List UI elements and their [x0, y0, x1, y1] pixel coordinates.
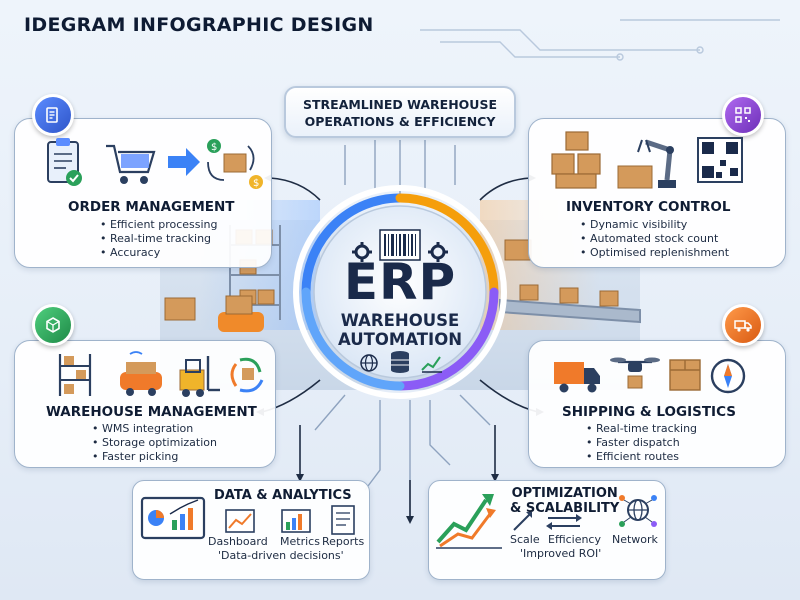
efficiency-arrows-icon: [546, 514, 582, 530]
shipping-logistics-title: SHIPPING & LOGISTICS: [562, 404, 736, 420]
shipping-bullet-1: • Real-time tracking: [586, 422, 698, 435]
drone-icon: [610, 357, 660, 389]
clipboard-icon: [47, 138, 82, 186]
order-management-card: [14, 118, 272, 268]
growth-chart-icon: [421, 356, 442, 373]
top-banner: STREAMLINED WAREHOUSE OPERATIONS & EFFIC…: [284, 86, 516, 138]
agv-robot-icon: [120, 351, 162, 396]
warehouse-icons: [58, 351, 264, 397]
data-label-reports: Reports: [322, 535, 365, 548]
database-icon: [391, 351, 409, 373]
center-subtitle-line-2: AUTOMATION: [337, 330, 463, 349]
order-icons: $ $: [47, 138, 263, 189]
growth-arrows-icon: [436, 494, 502, 549]
recycle-icon: [230, 357, 264, 393]
optimization-label-efficiency: Efficiency: [548, 533, 601, 546]
monitor-icon: [140, 496, 206, 540]
warehouse-bullet-3: • Faster picking: [92, 450, 179, 463]
data-analytics-note: 'Data-driven decisions': [218, 549, 344, 562]
order-bullet-3: • Accuracy: [100, 246, 161, 259]
svg-text:$: $: [253, 178, 259, 189]
warehouse-management-title: WAREHOUSE MANAGEMENT: [46, 404, 257, 420]
inventory-icons: [551, 131, 743, 189]
optimization-label-network: Network: [612, 533, 658, 546]
shipping-icons: [554, 357, 746, 394]
document-edit-icon: [46, 107, 58, 123]
shipping-bullet-3: • Efficient routes: [586, 450, 680, 463]
network-icon: [619, 495, 657, 527]
inventory-control-bullets: • Dynamic visibility • Automated stock c…: [580, 218, 729, 260]
shopping-cart-icon: [106, 144, 156, 184]
truck-icon: [554, 362, 600, 393]
center-subtitle: WAREHOUSE AUTOMATION: [305, 311, 495, 349]
center-title: ERP: [343, 253, 457, 311]
optimization-title-line-1: OPTIMIZATION: [511, 486, 618, 501]
order-bullet-2: • Real-time tracking: [100, 232, 212, 245]
shipping-logistics-bullets: • Real-time tracking • Faster dispatch •…: [586, 422, 697, 464]
page-title: IDEGRAM INFOGRAPHIC DESIGN: [24, 14, 374, 36]
money-cycle-icon: $ $: [207, 139, 263, 189]
robot-arm-icon: [617, 139, 676, 189]
center-subtitle-line-1: WAREHOUSE: [340, 311, 460, 330]
shipping-logistics-badge: [722, 304, 764, 346]
arrow-right-icon: [168, 148, 200, 176]
optimization-note: 'Improved ROI': [520, 547, 602, 560]
globe-icon: [360, 354, 378, 372]
order-management-badge: [32, 94, 74, 136]
order-bullet-1: • Efficient processing: [100, 218, 218, 231]
banner-line-1: STREAMLINED WAREHOUSE: [303, 97, 497, 112]
order-management-title: ORDER MANAGEMENT: [68, 199, 235, 215]
optimization-title-line-2: & SCALABILITY: [510, 501, 620, 516]
optimization-label-scale: Scale: [510, 533, 540, 546]
warehouse-bullet-1: • WMS integration: [92, 422, 194, 435]
gear-icon: [352, 242, 372, 262]
data-label-metrics: Metrics: [280, 535, 320, 548]
compass-icon: [710, 358, 746, 394]
qr-code-large-icon: [697, 137, 743, 183]
inventory-bullet-1: • Dynamic visibility: [580, 218, 688, 231]
warehouse-management-bullets: • WMS integration • Storage optimization…: [92, 422, 217, 464]
metrics-icon: [281, 509, 311, 533]
truck-badge-icon: [734, 320, 752, 332]
data-label-dashboard: Dashboard: [208, 535, 268, 548]
package-icon: [669, 359, 701, 391]
forklift-icon: [179, 356, 220, 397]
warehouse-management-card: [14, 340, 276, 468]
scale-arrow-icon: [513, 512, 532, 531]
inventory-bullet-2: • Automated stock count: [580, 232, 719, 245]
center-ring: [293, 185, 507, 399]
inventory-control-badge: [722, 94, 764, 136]
barcode-icon: [379, 229, 421, 261]
qr-code-icon: [735, 107, 751, 123]
inventory-control-title: INVENTORY CONTROL: [566, 199, 731, 215]
gear-icon-right: [428, 242, 448, 262]
svg-text:$: $: [211, 142, 217, 153]
optimization-title: OPTIMIZATION & SCALABILITY: [510, 486, 619, 516]
boxes-icon: [551, 131, 601, 189]
data-analytics-title: DATA & ANALYTICS: [214, 488, 352, 503]
optimization-icons: [436, 494, 657, 549]
bar-chart-icon: [225, 509, 255, 533]
warehouse-management-badge: [32, 304, 74, 346]
order-management-bullets: • Efficient processing • Real-time track…: [100, 218, 218, 260]
data-analytics-icons: [140, 496, 355, 540]
document-icon: [331, 505, 355, 535]
banner-line-2: OPERATIONS & EFFICIENCY: [304, 114, 496, 129]
shipping-bullet-2: • Faster dispatch: [586, 436, 680, 449]
shelves-icon: [58, 354, 92, 396]
warehouse-bullet-2: • Storage optimization: [92, 436, 217, 449]
inventory-bullet-3: • Optimised replenishment: [580, 246, 730, 259]
cube-network-icon: [46, 317, 60, 333]
